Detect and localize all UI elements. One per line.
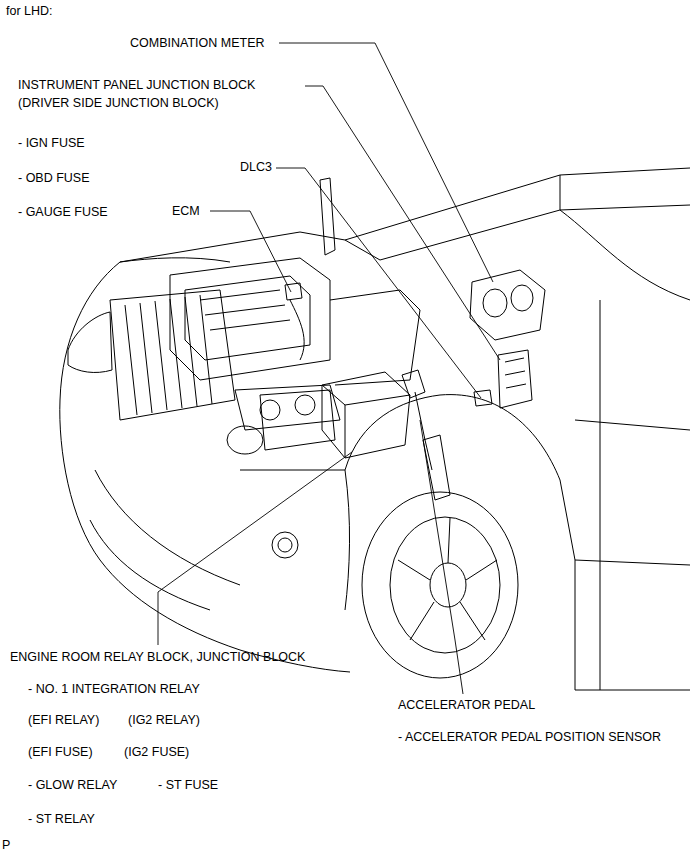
engine-room-relay-block [322, 372, 410, 458]
instrument-panel-junction-block [498, 350, 532, 408]
part-label: - ACCELERATOR PEDAL POSITION SENSOR [398, 730, 661, 745]
part-label: - IGN FUSE [18, 136, 85, 151]
accelerator-pedal [402, 370, 450, 500]
ecm [285, 283, 302, 300]
combination-meter [470, 270, 545, 340]
part-label: COMBINATION METER [130, 36, 265, 51]
part-label: - NO. 1 INTEGRATION RELAY [28, 682, 200, 697]
part-label: (IG2 RELAY) [128, 713, 200, 728]
part-label: ENGINE ROOM RELAY BLOCK, JUNCTION BLOCK [10, 650, 305, 665]
part-label: - ST FUSE [158, 778, 218, 793]
part-label: (DRIVER SIDE JUNCTION BLOCK) [18, 96, 219, 111]
front-wheel [362, 492, 518, 678]
part-label: INSTRUMENT PANEL JUNCTION BLOCK [18, 78, 255, 93]
car-body [60, 168, 690, 690]
engine [170, 178, 420, 454]
fog-light [272, 532, 298, 558]
part-label: DLC3 [240, 160, 272, 175]
part-label: - GLOW RELAY [28, 778, 117, 793]
grille [110, 290, 235, 420]
part-label: ACCELERATOR PEDAL [398, 698, 535, 713]
part-label: (IG2 FUSE) [124, 745, 189, 760]
part-label: - ST RELAY [28, 812, 95, 827]
part-label: P [2, 838, 10, 853]
leader-lines [158, 43, 500, 694]
part-label: ECM [172, 204, 200, 219]
fog-light [278, 538, 292, 552]
diagram-title: for LHD: [6, 4, 53, 19]
headlights [68, 312, 340, 430]
part-label: (EFI FUSE) [28, 745, 93, 760]
part-label: - OBD FUSE [18, 171, 90, 186]
part-label: (EFI RELAY) [28, 713, 99, 728]
part-label: - GAUGE FUSE [18, 205, 108, 220]
dlc3-connector [474, 390, 492, 406]
